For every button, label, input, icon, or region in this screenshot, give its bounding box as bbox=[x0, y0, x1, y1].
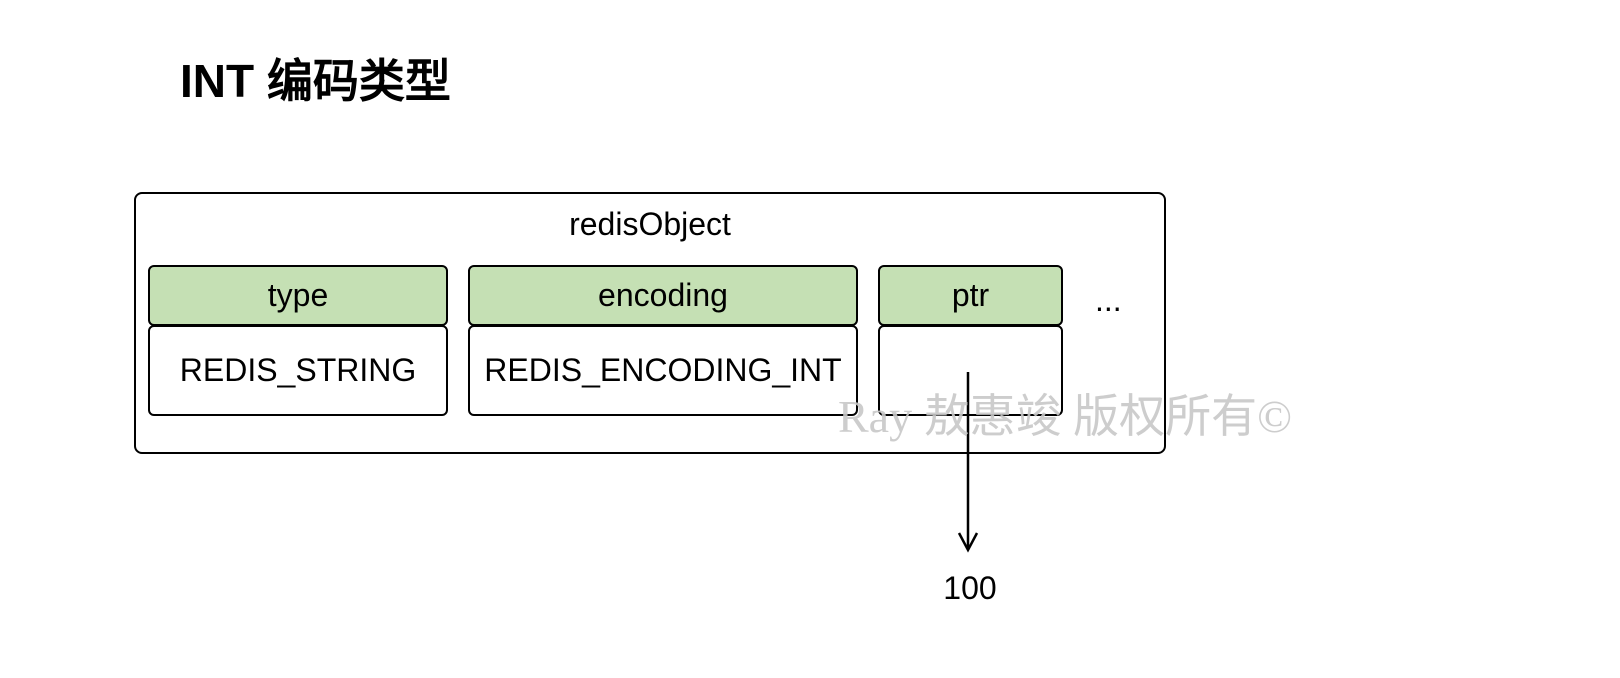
watermark-text: Ray 敖惠竣 版权所有© bbox=[838, 391, 1293, 442]
field-value-type: REDIS_STRING bbox=[148, 325, 448, 416]
redis-object-box bbox=[134, 192, 1166, 454]
field-header-ptr: ptr bbox=[878, 265, 1063, 326]
more-fields-ellipsis: ... bbox=[1095, 282, 1122, 318]
ptr-arrow-head bbox=[957, 532, 979, 553]
ptr-target-value: 100 bbox=[943, 570, 997, 606]
field-value-ptr bbox=[878, 325, 1063, 416]
field-header-encoding: encoding bbox=[468, 265, 858, 326]
field-header-type: type bbox=[148, 265, 448, 326]
diagram-title: INT 编码类型 bbox=[180, 55, 451, 107]
redis-object-label: redisObject bbox=[569, 206, 731, 242]
field-value-encoding: REDIS_ENCODING_INT bbox=[468, 325, 858, 416]
